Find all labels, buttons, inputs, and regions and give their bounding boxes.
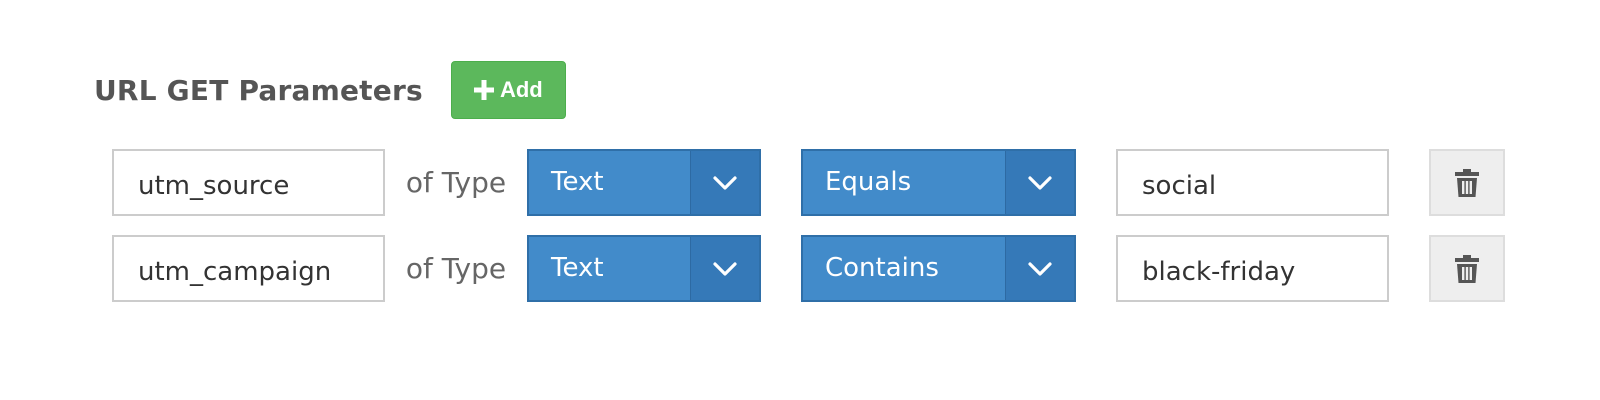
parameter-value-input[interactable]: [1116, 149, 1389, 216]
chevron-down-icon: [690, 151, 759, 214]
parameter-type-select[interactable]: Text: [527, 235, 761, 302]
parameter-type-value: Text: [551, 252, 604, 283]
parameter-name-input[interactable]: [112, 235, 385, 302]
delete-parameter-button[interactable]: [1429, 149, 1505, 216]
parameter-name-input[interactable]: [112, 149, 385, 216]
trash-icon: [1455, 168, 1479, 197]
parameter-value-input[interactable]: [1116, 235, 1389, 302]
parameter-type-select[interactable]: Text: [527, 149, 761, 216]
parameter-row: of Type Text Contains: [112, 235, 1505, 302]
add-button-label: Add: [499, 77, 543, 102]
section-header: URL GET Parameters Add: [94, 61, 566, 119]
trash-icon: [1455, 254, 1479, 283]
delete-parameter-button[interactable]: [1429, 235, 1505, 302]
chevron-down-icon: [1005, 151, 1074, 214]
chevron-down-icon: [1005, 237, 1074, 300]
parameter-type-value: Text: [551, 166, 604, 197]
parameter-operator-select[interactable]: Equals: [801, 149, 1076, 216]
chevron-down-icon: [690, 237, 759, 300]
plus-icon: [473, 80, 494, 100]
parameter-operator-value: Contains: [825, 252, 939, 283]
parameter-operator-select[interactable]: Contains: [801, 235, 1076, 302]
of-type-label: of Type: [405, 166, 507, 199]
parameter-operator-value: Equals: [825, 166, 912, 197]
of-type-label: of Type: [405, 252, 507, 285]
section-title: URL GET Parameters: [94, 73, 423, 107]
parameter-row: of Type Text Equals: [112, 149, 1505, 216]
add-parameter-button[interactable]: Add: [450, 61, 566, 119]
